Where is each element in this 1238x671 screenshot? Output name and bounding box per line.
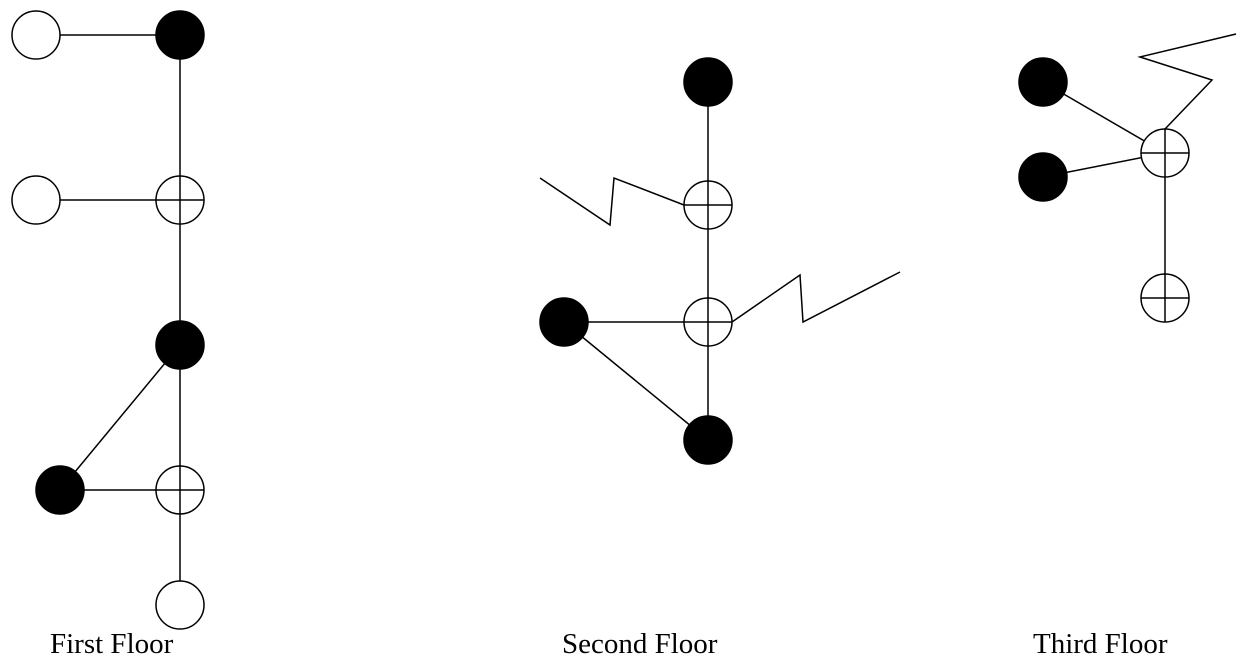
open-node — [11, 10, 61, 60]
filled-node — [683, 57, 733, 107]
crossed-node — [155, 175, 205, 225]
crossed-node — [1140, 128, 1190, 178]
filled-node — [539, 297, 589, 347]
second-floor-label: Second Floor — [562, 628, 718, 660]
wireless-links — [539, 33, 1237, 324]
crossed-node — [683, 297, 733, 347]
open-node — [11, 175, 61, 225]
connection-line — [563, 321, 709, 441]
crossed-node — [155, 465, 205, 515]
filled-node — [1018, 152, 1068, 202]
connection-lines — [36, 34, 1166, 605]
crossed-node — [683, 180, 733, 230]
crossed-node — [1140, 273, 1190, 323]
wireless-link-icon — [1137, 33, 1237, 130]
open-node — [155, 580, 205, 630]
filled-node — [1018, 57, 1068, 107]
filled-node — [155, 320, 205, 370]
wireless-link-icon — [539, 176, 685, 227]
connection-line — [59, 344, 181, 491]
filled-node — [155, 10, 205, 60]
first-floor-label: First Floor — [50, 628, 174, 660]
third-floor-label: Third Floor — [1033, 628, 1168, 660]
filled-node — [683, 415, 733, 465]
network-nodes — [11, 10, 1190, 630]
filled-node — [35, 465, 85, 515]
wireless-link-icon — [731, 271, 901, 324]
